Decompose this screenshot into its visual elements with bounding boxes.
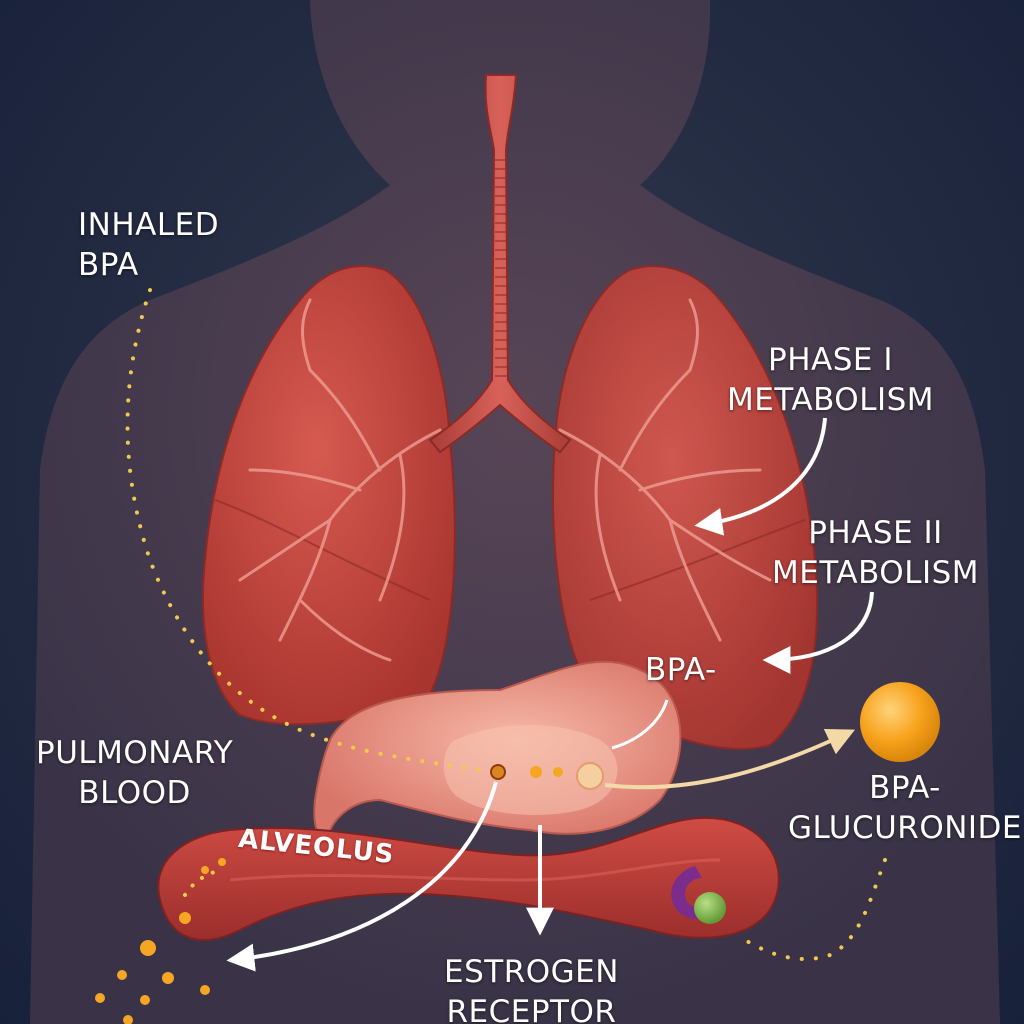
vessel-highlight <box>229 858 721 882</box>
glucuronide-path-dots <box>743 858 887 962</box>
label-phase2-line1: PHASE II <box>808 515 943 551</box>
label-inhaled-bpa-line1: INHALED <box>78 207 220 243</box>
label-phase2-line2: METABOLISM <box>772 555 980 591</box>
right-lobe-line <box>589 519 806 601</box>
label-phase1-line2: METABOLISM <box>727 382 935 418</box>
label-pulmonary-blood-line2: BLOOD <box>78 775 191 811</box>
arrow-phase2 <box>762 591 874 674</box>
label-pulmonary-blood: PULMONARY BLOOD <box>36 733 233 813</box>
bpa-particle <box>553 767 563 777</box>
bpa-glucuronide-sphere <box>860 682 940 762</box>
bpa-particle <box>576 762 604 790</box>
label-bpa-glucuronide-line2: GLUCURONIDE <box>788 810 1023 846</box>
label-bpa-short-text: BPA- <box>645 652 717 688</box>
left-lobe-line <box>214 499 431 601</box>
arrow-phase1 <box>694 417 827 536</box>
label-pulmonary-blood-line1: PULMONARY <box>36 735 234 771</box>
label-inhaled-bpa: INHALED BPA <box>78 205 219 285</box>
arrow-to-glucuronide <box>604 728 856 790</box>
label-estrogen-receptor: ESTROGEN RECEPTOR <box>444 952 619 1024</box>
inhaled-path-dots <box>125 288 482 772</box>
label-bpa-short: BPA- <box>645 650 717 690</box>
bpa-particle <box>530 766 542 778</box>
receptor-purple-shape <box>671 866 712 920</box>
label-phase1: PHASE I METABOLISM <box>727 340 934 420</box>
bpa-particle <box>490 764 506 780</box>
connector-bpa <box>611 699 669 750</box>
label-phase2: PHASE II METABOLISM <box>772 513 979 593</box>
label-phase1-line1: PHASE I <box>768 342 893 378</box>
left-bronchial-tree <box>238 298 442 662</box>
label-estrogen-receptor-line1: ESTROGEN <box>444 954 619 990</box>
trachea-rings <box>495 159 507 377</box>
right-bronchial-tree <box>558 298 772 642</box>
label-inhaled-bpa-line2: BPA <box>78 247 139 283</box>
trachea <box>428 74 572 454</box>
vessel-path-dots <box>183 868 222 897</box>
label-estrogen-receptor-line2: RECEPTOR <box>446 994 617 1024</box>
arrow-to-lower-left <box>226 781 498 972</box>
label-bpa-glucuronide: BPA- GLUCURONIDE <box>788 768 1022 848</box>
bpa-scattered-particles <box>95 858 226 1024</box>
receptor-green-ball <box>694 892 726 924</box>
label-bpa-glucuronide-line1: BPA- <box>869 770 941 806</box>
